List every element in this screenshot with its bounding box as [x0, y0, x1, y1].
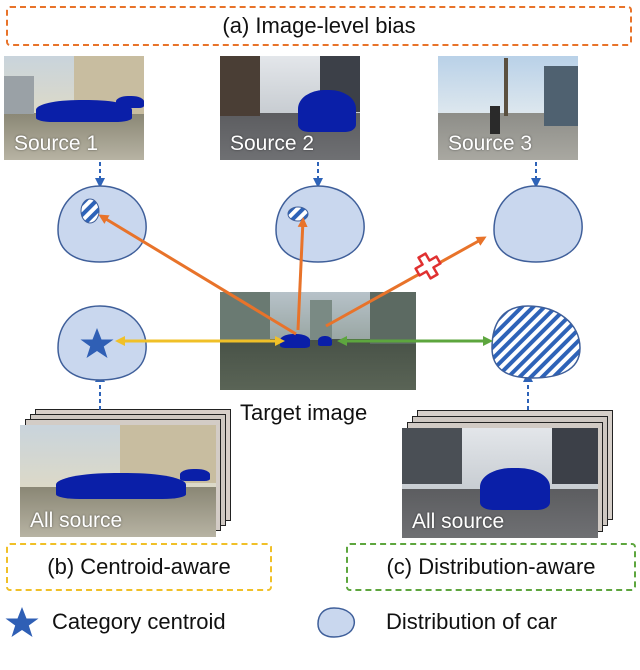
- legend-distribution-label: Distribution of car: [386, 609, 558, 634]
- legend-star-icon: [5, 607, 39, 637]
- all-source-c-caption: All source: [412, 510, 505, 533]
- orange-arrow-to-source-2: [296, 217, 308, 331]
- source-1-caption: Source 1: [14, 132, 99, 155]
- target-image-label: Target image: [240, 400, 368, 425]
- image-level-bias-header: (a) Image-level bias: [6, 6, 632, 46]
- centroid-aware-label: (b) Centroid-aware: [47, 554, 231, 579]
- source-3-caption: Source 3: [448, 132, 533, 155]
- all-source-c-image: All source: [402, 428, 598, 538]
- source-1-hatched-region: [80, 198, 100, 224]
- source-3-distribution-blob: [493, 185, 583, 263]
- category-centroid-star-icon: [80, 328, 114, 358]
- distribution-aware-hatched-blob: [491, 305, 581, 379]
- blocked-cross-icon: [414, 252, 442, 280]
- legend-blob-icon: [317, 607, 356, 638]
- orange-arrow-to-source-3: [325, 236, 487, 328]
- target-image: [220, 292, 416, 390]
- source-1-distribution-blob: [57, 185, 147, 263]
- source-3-image: Source 3: [438, 56, 578, 160]
- all-source-b-image: All source: [20, 425, 216, 537]
- centroid-aware-header: (b) Centroid-aware: [6, 543, 272, 591]
- image-level-bias-label: (a) Image-level bias: [222, 13, 416, 38]
- source-2-distribution-blob: [275, 185, 365, 263]
- source-2-caption: Source 2: [230, 132, 315, 155]
- source-2-hatched-region: [287, 206, 309, 222]
- distribution-aware-header: (c) Distribution-aware: [346, 543, 636, 591]
- source-2-image: Source 2: [220, 56, 360, 160]
- all-source-b-caption: All source: [30, 509, 123, 532]
- legend-centroid-label: Category centroid: [52, 609, 226, 634]
- source-1-image: Source 1: [4, 56, 144, 160]
- distribution-aware-label: (c) Distribution-aware: [386, 554, 596, 579]
- orange-arrow-to-source-1: [98, 214, 297, 336]
